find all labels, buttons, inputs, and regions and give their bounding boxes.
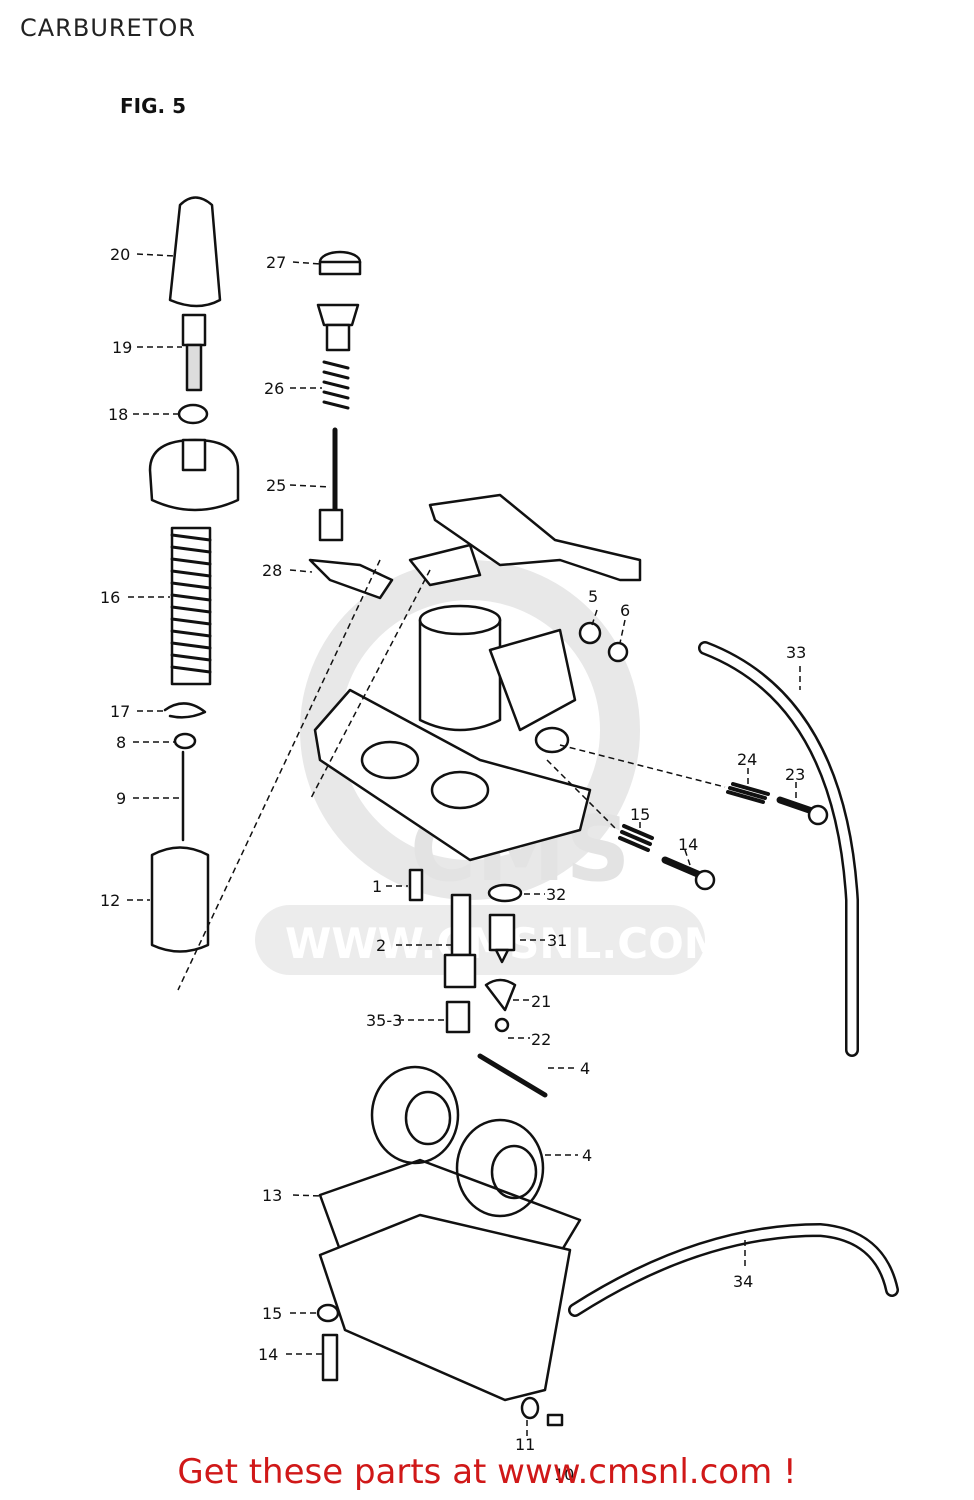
- callout-31: 31: [547, 931, 567, 950]
- watermark: CMS WWW.CMSNL.COM: [255, 560, 726, 975]
- callout-11-label: 11: [515, 1435, 535, 1454]
- part-19-clip: [163, 702, 207, 719]
- figure-label: FIG. 5: [120, 94, 186, 118]
- part-float-bowl: [318, 1213, 572, 1402]
- part-top-cap: [148, 438, 240, 512]
- callout-35-3: 35-3: [366, 1011, 402, 1030]
- callout-14-label: 14: [258, 1345, 278, 1364]
- part-18-spring: [170, 526, 212, 686]
- callout-16: 14: [678, 835, 698, 854]
- callout-5: 4: [580, 1059, 590, 1078]
- part-22-cap: [168, 196, 222, 308]
- callout-15-label: 15: [262, 1304, 282, 1323]
- callout-22: 20: [110, 245, 130, 264]
- part-5-pin: [477, 1053, 548, 1098]
- part-11-washer: [520, 1396, 540, 1420]
- callout-17: 15: [630, 805, 650, 824]
- callout-24: 22: [531, 1030, 551, 1049]
- part-24-screw: [494, 1017, 510, 1033]
- callout-18: 16: [100, 588, 120, 607]
- callout-29: 27: [266, 253, 286, 272]
- part-8-ring: [173, 732, 197, 750]
- callout-12: 12: [100, 891, 120, 910]
- callout-6: 5: [588, 587, 598, 606]
- callout-4-label: 4: [582, 1146, 592, 1165]
- promo-link[interactable]: Get these parts at www.cmsnl.com !: [177, 1452, 797, 1492]
- part-16-screw: [661, 856, 704, 879]
- callout-28: 26: [264, 379, 284, 398]
- part-6-washer: [578, 621, 602, 645]
- callout-8: 8: [116, 733, 126, 752]
- part-17-spring: [618, 824, 654, 852]
- callout-34: 34: [733, 1272, 753, 1291]
- callout-32: 32: [546, 885, 566, 904]
- callout-1: 1: [372, 877, 382, 896]
- part-14-screw: [321, 1333, 339, 1382]
- callout-2: 2: [376, 936, 386, 955]
- callout-13: 13: [262, 1186, 282, 1205]
- part-20-nut: [177, 403, 209, 425]
- callout-23: 21: [531, 992, 551, 1011]
- part-28-top: [316, 303, 360, 327]
- part-23-clip: [484, 978, 517, 1012]
- callout-19: 17: [110, 702, 130, 721]
- callout-27: 25: [266, 476, 286, 495]
- callout-30: 28: [262, 561, 282, 580]
- callout-33: 33: [786, 643, 806, 662]
- part-25-screw: [776, 796, 816, 815]
- callout-25: 23: [785, 765, 805, 784]
- part-21-adjuster: [181, 313, 207, 347]
- callout-10-partial: 10: [554, 1465, 574, 1484]
- callout-7: 6: [620, 601, 630, 620]
- part-26-spring: [726, 782, 770, 804]
- part-7-screw: [607, 641, 629, 663]
- part-32-ring: [487, 883, 523, 903]
- part-10-screw: [546, 1413, 564, 1427]
- callout-26: 24: [737, 750, 757, 769]
- part-33-hose: [698, 641, 859, 1057]
- part-1-jet: [408, 868, 424, 902]
- part-30-bracket: [308, 558, 394, 600]
- part-21-thread: [185, 343, 203, 392]
- part-31-seat: [488, 913, 516, 952]
- part-2-needle-jet: [450, 893, 472, 957]
- page-title: CARBURETOR: [20, 14, 196, 42]
- part-35-3-main-jet: [445, 1000, 471, 1034]
- callout-21: 19: [112, 338, 132, 357]
- part-12-valve: [150, 846, 210, 953]
- part-15-washer: [316, 1303, 340, 1323]
- callout-20: 18: [108, 405, 128, 424]
- callout-labels: 20 19 18 16 17 8 9 12 27 26 25 28 5 6 33…: [100, 245, 806, 1484]
- part-28-spring: [322, 360, 350, 410]
- part-carb-body: [313, 493, 642, 862]
- callout-9: 9: [116, 789, 126, 808]
